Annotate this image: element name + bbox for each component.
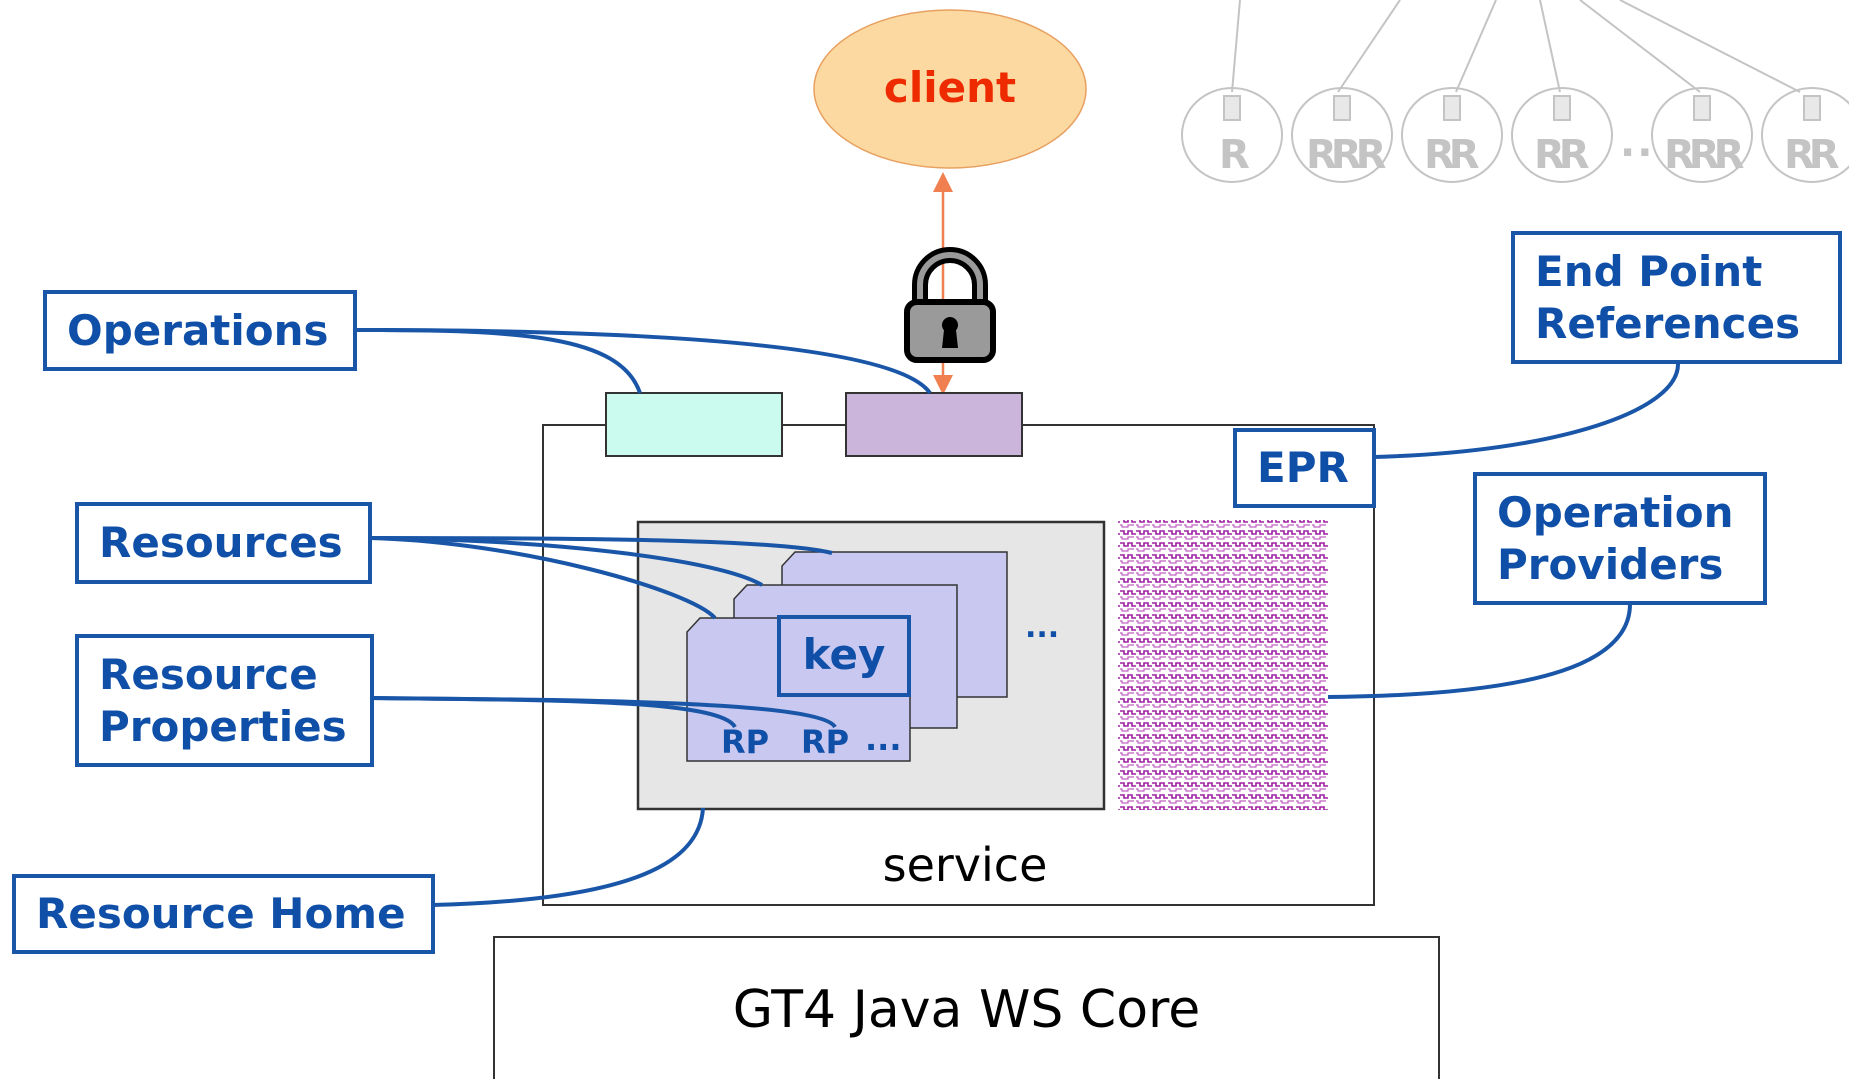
operations-callout: Operations	[43, 290, 357, 371]
resource-tree	[1181, 0, 1849, 183]
operation-box-left	[605, 392, 783, 457]
client-label: client	[883, 63, 1017, 112]
gt4-core-box	[493, 936, 1440, 1079]
operation-providers-line1: Operation	[1497, 487, 1734, 537]
operations-label: Operations	[67, 305, 329, 355]
resource-properties-label-line1: Resource	[99, 649, 318, 699]
tree-node-5: RRR	[1664, 132, 1744, 178]
epr-callout: EPR	[1233, 428, 1376, 508]
client-ellipse	[813, 9, 1087, 169]
operation-providers-pattern	[1118, 520, 1328, 810]
gt4-core-label: GT4 Java WS Core	[732, 980, 1201, 1040]
end-point-references-line1: End Point	[1535, 246, 1763, 296]
tree-node-2: RRR	[1306, 132, 1386, 178]
end-point-references-callout: End Point References	[1511, 231, 1842, 364]
rp-label-more: ...	[865, 720, 902, 758]
end-point-references-line2: References	[1535, 298, 1801, 348]
resource-stack	[686, 551, 1008, 762]
tree-node-6: RR	[1784, 132, 1840, 178]
tree-ellipsis: ..	[1620, 120, 1655, 166]
connectors	[355, 328, 1681, 907]
lock-icon	[904, 247, 996, 363]
key-label: key	[802, 630, 886, 679]
service-label: service	[882, 838, 1048, 892]
operation-providers-callout: Operation Providers	[1473, 472, 1767, 605]
tree-node-1: R	[1219, 132, 1250, 178]
rp-label-2: RP	[801, 723, 850, 761]
resource-properties-label-line2: Properties	[99, 701, 347, 751]
resources-callout: Resources	[75, 502, 372, 584]
more-resources-dots: ...	[1025, 610, 1060, 645]
operation-providers-line2: Providers	[1497, 539, 1724, 589]
resources-label: Resources	[99, 518, 343, 567]
tree-node-4: RR	[1534, 132, 1590, 178]
rp-label-1: RP	[721, 723, 770, 761]
tree-node-3: RR	[1424, 132, 1480, 178]
resource-home-callout: Resource Home	[12, 874, 435, 954]
key-box	[777, 615, 911, 697]
resource-properties-callout: Resource Properties	[75, 634, 374, 767]
resource-home-label: Resource Home	[36, 889, 406, 938]
operation-box-right	[845, 392, 1023, 457]
epr-label: EPR	[1257, 443, 1349, 492]
